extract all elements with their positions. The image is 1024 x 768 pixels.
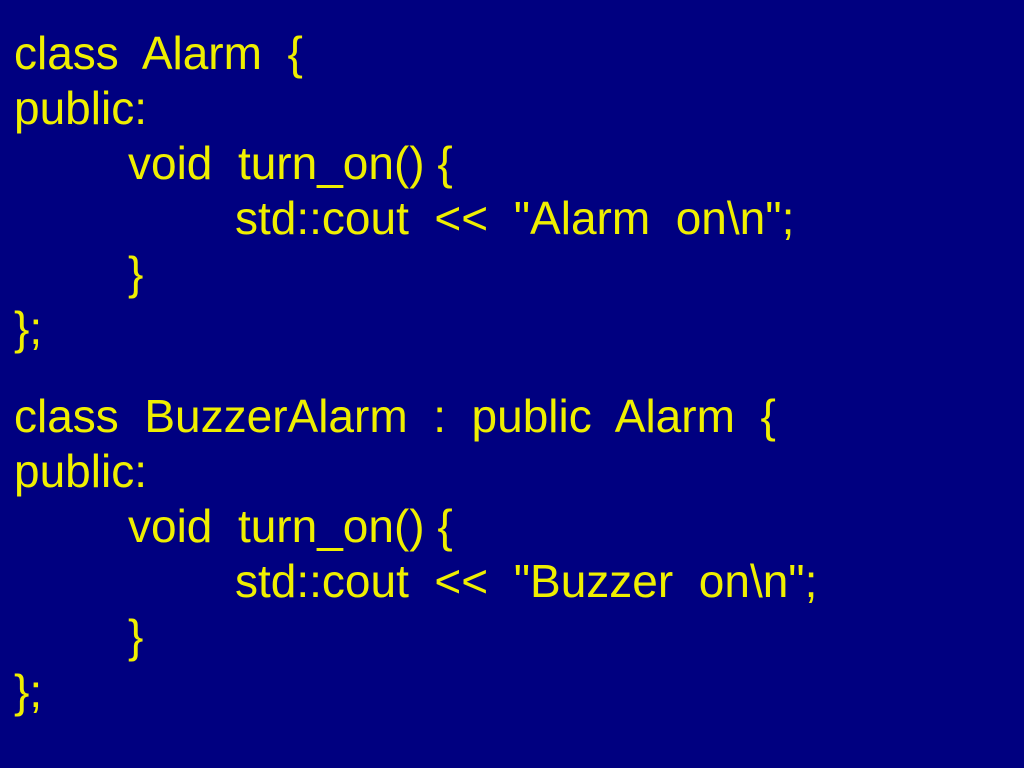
code-line: public: bbox=[14, 445, 147, 497]
code-line: public: bbox=[14, 82, 147, 134]
code-line: void turn_on() { bbox=[128, 500, 453, 552]
code-line: class BuzzerAlarm : public Alarm { bbox=[14, 390, 776, 442]
code-block-buzzeralarm-class: class BuzzerAlarm : public Alarm { publi… bbox=[0, 389, 1024, 719]
code-line: std::cout << "Buzzer on\n"; bbox=[235, 555, 818, 607]
code-line: } bbox=[128, 247, 144, 299]
code-block-alarm-class: class Alarm { public: void turn_on() { s… bbox=[0, 26, 1024, 356]
code-line: void turn_on() { bbox=[128, 137, 453, 189]
code-line: }; bbox=[14, 665, 43, 717]
code-line: }; bbox=[14, 302, 43, 354]
code-line: class Alarm { bbox=[14, 27, 303, 79]
code-line: } bbox=[128, 610, 144, 662]
code-line: std::cout << "Alarm on\n"; bbox=[235, 192, 795, 244]
